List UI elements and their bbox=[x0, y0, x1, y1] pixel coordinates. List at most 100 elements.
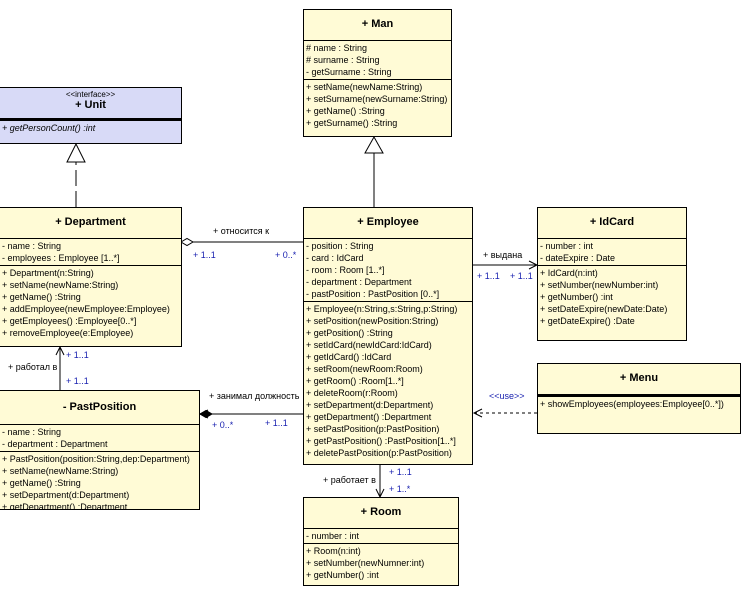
mult-past-emp-emp: + 1..1 bbox=[265, 418, 288, 428]
mult-past-emp-past: + 0..* bbox=[212, 420, 234, 430]
class-employee-attributes: - position : String - card : IdCard - ro… bbox=[304, 239, 472, 302]
operation: + getEmployees() :Employee[0..*] bbox=[2, 316, 137, 326]
class-room[interactable]: + Room - number : int + Room(n:int) + se… bbox=[303, 497, 459, 586]
class-employee[interactable]: + Employee - position : String - card : … bbox=[303, 207, 473, 465]
class-menu-operations: + showEmployees(employees:Employee[0..*]… bbox=[538, 396, 740, 411]
mult-emp-card-emp: + 1..1 bbox=[477, 271, 500, 281]
class-man-title: + Man bbox=[304, 10, 451, 41]
class-room-title: + Room bbox=[304, 498, 458, 529]
generalization-arrowhead-man bbox=[364, 135, 384, 154]
class-department-operations: + Department(n:String) + setName(newName… bbox=[0, 266, 181, 340]
operation: + IdCard(n:int) bbox=[540, 268, 598, 278]
class-pastposition[interactable]: - PastPosition - name : String - departm… bbox=[0, 390, 200, 510]
operation: + setPosition(newPosition:String) bbox=[306, 316, 439, 326]
label-menu-emp: <<use>> bbox=[489, 391, 525, 401]
class-room-operations: + Room(n:int) + setNumber(newNumner:int)… bbox=[304, 544, 458, 582]
attribute: - number : int bbox=[540, 241, 594, 251]
operation: + getNumber() :int bbox=[306, 570, 379, 580]
attribute: # surname : String bbox=[306, 55, 380, 65]
operation: + getIdCard() :IdCard bbox=[306, 352, 392, 362]
realization-arrowhead-unit bbox=[66, 142, 86, 163]
class-menu-attributes bbox=[538, 395, 740, 396]
operation: + setPastPosition(p:PastPosition) bbox=[306, 424, 440, 434]
operation: + getDateExpire() :Date bbox=[540, 316, 635, 326]
operation: + PastPosition(position:String,dep:Depar… bbox=[2, 454, 190, 464]
attribute: - department : Department bbox=[2, 439, 108, 449]
class-pastposition-title: - PastPosition bbox=[0, 391, 199, 425]
operation: + getDepartment() :Department bbox=[2, 502, 128, 510]
label-emp-room: + работает в bbox=[323, 475, 376, 485]
attribute: - room : Room [1..*] bbox=[306, 265, 385, 275]
class-employee-operations: + Employee(n:String,s:String,p:String) +… bbox=[304, 302, 472, 460]
attribute: - name : String bbox=[2, 427, 62, 437]
operation: + setNumber(newNumber:int) bbox=[540, 280, 659, 290]
attribute: - department : Department bbox=[306, 277, 412, 287]
mult-dept-past-past: + 1..1 bbox=[66, 376, 89, 386]
class-man-operations: + setName(newName:String) + setSurname(n… bbox=[304, 80, 451, 130]
operation: + deleteRoom(r:Room) bbox=[306, 388, 398, 398]
dependency-arrowhead-emp bbox=[472, 408, 483, 418]
class-department[interactable]: + Department - name : String - employees… bbox=[0, 207, 182, 347]
interface-unit-attributes bbox=[0, 119, 181, 120]
class-menu-title: + Menu bbox=[538, 364, 740, 395]
label-dept-emp: + относится к bbox=[213, 226, 270, 236]
operation: + setDepartment(d:Department) bbox=[2, 490, 130, 500]
operation: + addEmployee(newEmployee:Employee) bbox=[2, 304, 170, 314]
operation: + getName() :String bbox=[306, 106, 385, 116]
class-man-attributes: # name : String # surname : String - get… bbox=[304, 41, 451, 80]
operation: + setDateExpire(newDate:Date) bbox=[540, 304, 668, 314]
interface-unit-operations: + getPersonCount() :int bbox=[0, 120, 181, 135]
attribute: - employees : Employee [1..*] bbox=[2, 253, 120, 263]
attribute: - pastPosition : PastPosition [0..*] bbox=[306, 289, 440, 299]
operation: + getPastPosition() :PastPosition[1..*] bbox=[306, 436, 456, 446]
label-past-emp: + занимал должность bbox=[209, 391, 300, 401]
interface-name: + Unit bbox=[75, 99, 106, 111]
operation: + getName() :String bbox=[2, 478, 81, 488]
class-man[interactable]: + Man # name : String # surname : String… bbox=[303, 9, 452, 137]
interface-unit-title: <<interface>> + Unit bbox=[0, 88, 181, 119]
attribute: - dateExpire : Date bbox=[540, 253, 616, 263]
operation: + setIdCard(newIdCard:IdCard) bbox=[306, 340, 432, 350]
operation: + setRoom(newRoom:Room) bbox=[306, 364, 423, 374]
class-menu[interactable]: + Menu + showEmployees(employees:Employe… bbox=[537, 363, 741, 434]
operation: + Employee(n:String,s:String,p:String) bbox=[306, 304, 458, 314]
operation: + setName(newName:String) bbox=[2, 280, 119, 290]
operation: + removeEmployee(e:Employee) bbox=[2, 328, 134, 338]
attribute: - name : String bbox=[2, 241, 62, 251]
attribute: - card : IdCard bbox=[306, 253, 364, 263]
class-pastposition-operations: + PastPosition(position:String,dep:Depar… bbox=[0, 452, 199, 510]
attribute: - getSurname : String bbox=[306, 67, 392, 77]
operation: + getNumber() :int bbox=[540, 292, 613, 302]
operation: + showEmployees(employees:Employee[0..*]… bbox=[540, 399, 724, 409]
operation: + deletePastPosition(p:PastPosition) bbox=[306, 448, 452, 458]
operation: + setNumber(newNumner:int) bbox=[306, 558, 425, 568]
label-emp-card: + выдана bbox=[483, 250, 523, 260]
aggregation-diamond bbox=[180, 237, 194, 247]
class-room-attributes: - number : int bbox=[304, 529, 458, 544]
class-employee-title: + Employee bbox=[304, 208, 472, 239]
interface-stereotype: <<interface>> bbox=[65, 90, 116, 99]
mult-dept-past-dept: + 1..1 bbox=[66, 350, 89, 360]
operation: + getSurname() :String bbox=[306, 118, 398, 128]
interface-unit[interactable]: <<interface>> + Unit + getPersonCount() … bbox=[0, 87, 182, 144]
class-idcard-attributes: - number : int - dateExpire : Date bbox=[538, 239, 686, 266]
operation: + getPersonCount() :int bbox=[2, 123, 96, 133]
operation: + Room(n:int) bbox=[306, 546, 361, 556]
class-department-title: + Department bbox=[0, 208, 181, 239]
mult-emp-room-emp: + 1..1 bbox=[389, 467, 412, 477]
attribute: - position : String bbox=[306, 241, 374, 251]
class-idcard-operations: + IdCard(n:int) + setNumber(newNumber:in… bbox=[538, 266, 686, 328]
mult-emp-room-room: + 1..* bbox=[389, 484, 411, 494]
association-arrowhead-dept bbox=[55, 345, 65, 356]
operation: + Department(n:String) bbox=[2, 268, 94, 278]
operation: + setSurname(newSurname:String) bbox=[306, 94, 448, 104]
attribute: # name : String bbox=[306, 43, 368, 53]
composition-arrowhead-past bbox=[198, 409, 209, 419]
operation: + setDepartment(d:Department) bbox=[306, 400, 434, 410]
label-dept-past: + работал в bbox=[8, 362, 58, 372]
class-idcard[interactable]: + IdCard - number : int - dateExpire : D… bbox=[537, 207, 687, 341]
class-pastposition-attributes: - name : String - department : Departmen… bbox=[0, 425, 199, 452]
operation: + getPosition() :String bbox=[306, 328, 393, 338]
operation: + setName(newName:String) bbox=[2, 466, 119, 476]
